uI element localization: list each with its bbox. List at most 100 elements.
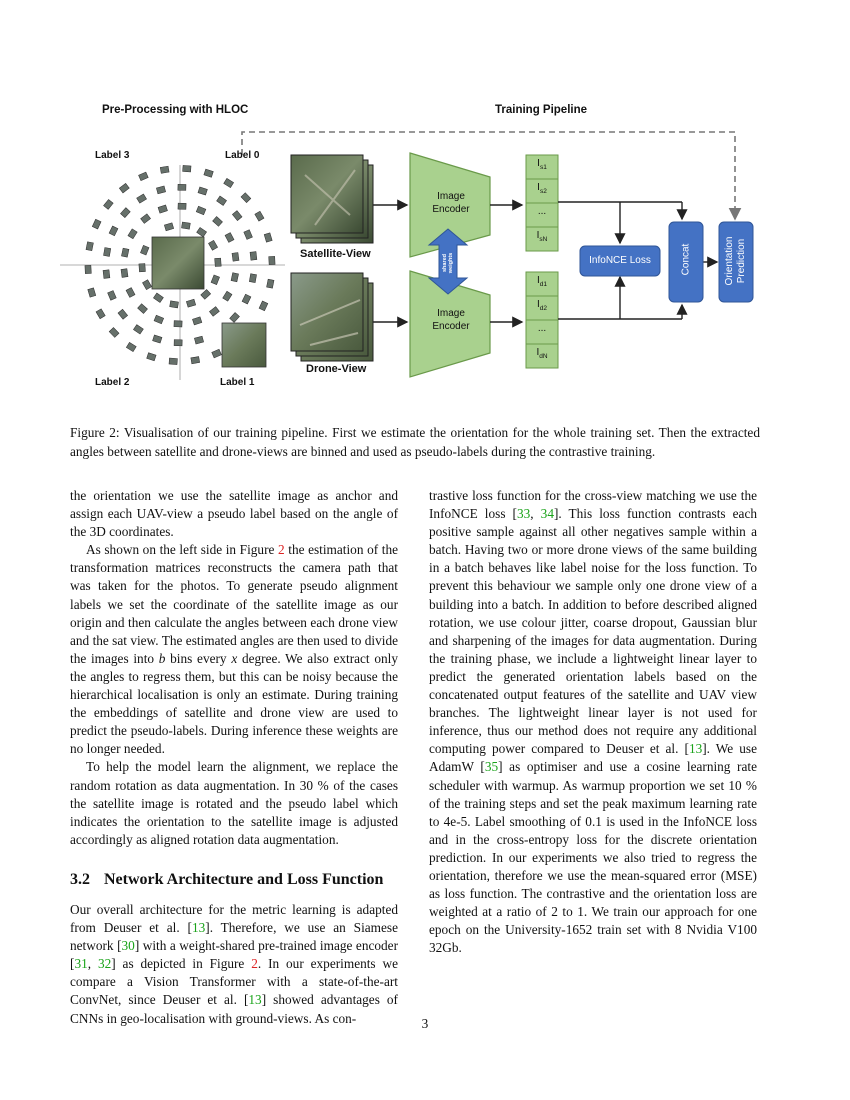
camera-thumbnail xyxy=(137,303,148,314)
camera-thumbnail xyxy=(152,334,163,344)
camera-thumbnail xyxy=(263,232,273,243)
camera-thumbnail xyxy=(138,263,146,273)
figure-2: Pre-Processing with HLOC Training Pipeli… xyxy=(60,95,790,405)
pipeline-diagram xyxy=(60,131,754,380)
infonce-label: InfoNCE Loss xyxy=(589,255,651,266)
camera-thumbnail xyxy=(125,287,136,298)
image-encoder-top xyxy=(409,152,491,258)
camera-thumbnail xyxy=(197,186,208,196)
paragraph: To help the model learn the alignment, w… xyxy=(70,759,398,847)
feature-s-ellipsis: ... xyxy=(537,206,547,217)
camera-thumbnail xyxy=(196,227,207,238)
camera-thumbnail xyxy=(91,218,102,230)
camera-thumbnail xyxy=(127,228,138,240)
camera-thumbnail xyxy=(268,256,276,265)
concat-label: Concat xyxy=(680,243,692,276)
camera-thumbnail xyxy=(140,213,151,224)
hloc-drone-tile xyxy=(221,322,267,368)
camera-thumbnail xyxy=(103,199,114,210)
orientation-box xyxy=(718,221,754,303)
figure-ref[interactable]: 2 xyxy=(251,956,258,972)
camera-thumbnail xyxy=(230,272,239,283)
camera-thumbnail xyxy=(117,308,129,320)
paragraph: the orientation we use the satellite ima… xyxy=(70,488,398,540)
camera-thumbnail xyxy=(136,193,147,204)
camera-thumbnail xyxy=(194,335,204,345)
citation[interactable]: 32 xyxy=(97,956,112,972)
feature-d1: Id1 xyxy=(536,275,547,288)
camera-thumbnail xyxy=(211,348,222,359)
label-0: Label 0 xyxy=(225,150,260,161)
satellite-view-label: Satellite-View xyxy=(300,248,371,260)
camera-thumbnail xyxy=(173,320,183,328)
image-encoder-label-top: Image Encoder xyxy=(432,191,470,215)
camera-thumbnail xyxy=(224,232,235,243)
training-title: Training Pipeline xyxy=(495,104,588,116)
figure-ref[interactable]: 2 xyxy=(278,542,285,558)
orientation-label: Orientation Prediction xyxy=(724,236,747,286)
camera-thumbnail xyxy=(125,342,137,353)
camera-thumbnail xyxy=(186,298,197,308)
image-encoder-label-bottom: Image Encoder xyxy=(432,308,470,332)
citation[interactable]: 13 xyxy=(248,992,262,1008)
citation[interactable]: 35 xyxy=(484,759,499,775)
camera-thumbnail xyxy=(254,210,265,222)
citation[interactable]: 34 xyxy=(540,506,554,522)
camera-thumbnail xyxy=(177,183,187,191)
left-column: the orientation we use the satellite ima… xyxy=(70,487,398,1028)
camera-thumbnail xyxy=(249,251,258,261)
camera-thumbnail xyxy=(108,225,119,237)
citation[interactable]: 33 xyxy=(516,506,531,522)
figure-caption: Figure 2: Visualisation of our training … xyxy=(70,425,760,459)
citation[interactable]: 13 xyxy=(191,920,206,936)
drone-image-stack xyxy=(290,272,374,362)
citation[interactable]: 30 xyxy=(121,938,135,954)
camera-thumbnail xyxy=(140,245,150,256)
label-1: Label 1 xyxy=(220,377,255,388)
camera-thumbnail xyxy=(266,278,275,289)
hloc-camera-layout xyxy=(60,165,285,380)
camera-thumbnail xyxy=(222,290,233,302)
camera-thumbnail xyxy=(214,257,222,267)
feature-sN: IsN xyxy=(536,230,548,243)
paragraph: trastive loss function for the cross-vie… xyxy=(429,488,758,956)
camera-thumbnail xyxy=(169,300,179,309)
camera-thumbnail xyxy=(153,292,164,303)
camera-thumbnail xyxy=(103,247,112,257)
infonce-box xyxy=(579,245,661,277)
camera-thumbnail xyxy=(229,312,240,323)
camera-thumbnail xyxy=(138,171,149,182)
camera-thumbnail xyxy=(107,290,117,301)
camera-thumbnail xyxy=(203,168,214,178)
camera-thumbnail xyxy=(231,252,240,262)
citation[interactable]: 13 xyxy=(688,741,703,757)
page-number: 3 xyxy=(421,1016,429,1031)
camera-thumbnail xyxy=(118,182,130,194)
camera-thumbnail xyxy=(181,221,191,230)
drone-features xyxy=(525,271,559,369)
camera-thumbnail xyxy=(200,289,212,300)
camera-thumbnail xyxy=(182,165,192,173)
camera-thumbnail xyxy=(156,185,166,195)
camera-thumbnail xyxy=(102,269,111,279)
camera-thumbnail xyxy=(173,339,183,347)
camera-thumbnail xyxy=(85,241,94,252)
label-2: Label 2 xyxy=(95,377,130,388)
camera-thumbnail xyxy=(216,195,227,206)
camera-thumbnail xyxy=(209,306,220,317)
camera-thumbnail xyxy=(84,265,92,274)
camera-thumbnail xyxy=(177,202,187,210)
paragraph: As shown on the left side in Figure 2 th… xyxy=(70,542,398,757)
camera-thumbnail xyxy=(133,324,144,335)
citation[interactable]: 31 xyxy=(74,956,88,972)
camera-thumbnail xyxy=(95,308,106,320)
camera-thumbnail xyxy=(120,207,131,218)
camera-thumbnail xyxy=(192,316,203,326)
camera-thumbnail xyxy=(146,352,157,362)
camera-thumbnail xyxy=(87,287,97,298)
right-column: trastive loss function for the cross-vie… xyxy=(429,487,757,957)
drone-view-label: Drone-View xyxy=(306,363,367,375)
satellite-image-stack xyxy=(290,154,374,244)
camera-thumbnail xyxy=(142,279,152,291)
